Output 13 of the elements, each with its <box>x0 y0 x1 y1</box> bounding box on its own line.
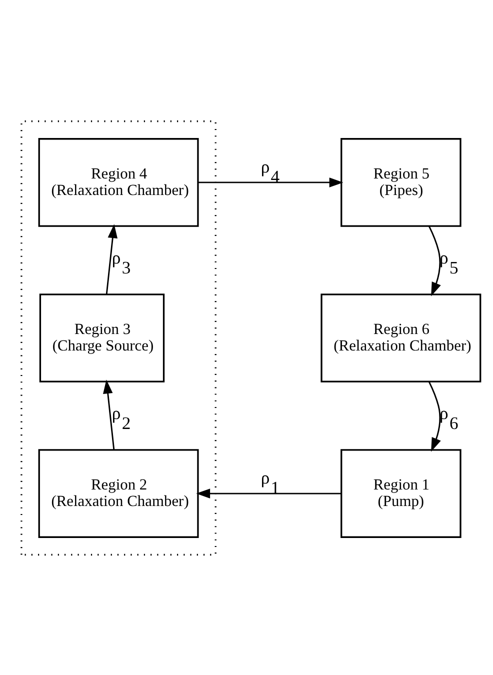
arrow <box>106 224 118 294</box>
node-box: Region 3 (Charge Source) <box>39 293 165 382</box>
arrow <box>196 488 342 498</box>
node-box: Region 2 (Relaxation Chamber) <box>38 448 199 538</box>
arrow <box>428 381 441 452</box>
arrow <box>103 379 115 450</box>
cluster <box>20 120 216 556</box>
node-box: Region 6 (Relaxation Chamber) <box>320 293 482 382</box>
node-box: Region 4 (Relaxation Chamber) <box>38 138 199 226</box>
node-box: Region 5 (Pipes) <box>340 138 462 226</box>
arrow <box>428 226 441 296</box>
arrow <box>198 177 344 187</box>
node-box: Region 1 (Pump) <box>340 448 462 538</box>
